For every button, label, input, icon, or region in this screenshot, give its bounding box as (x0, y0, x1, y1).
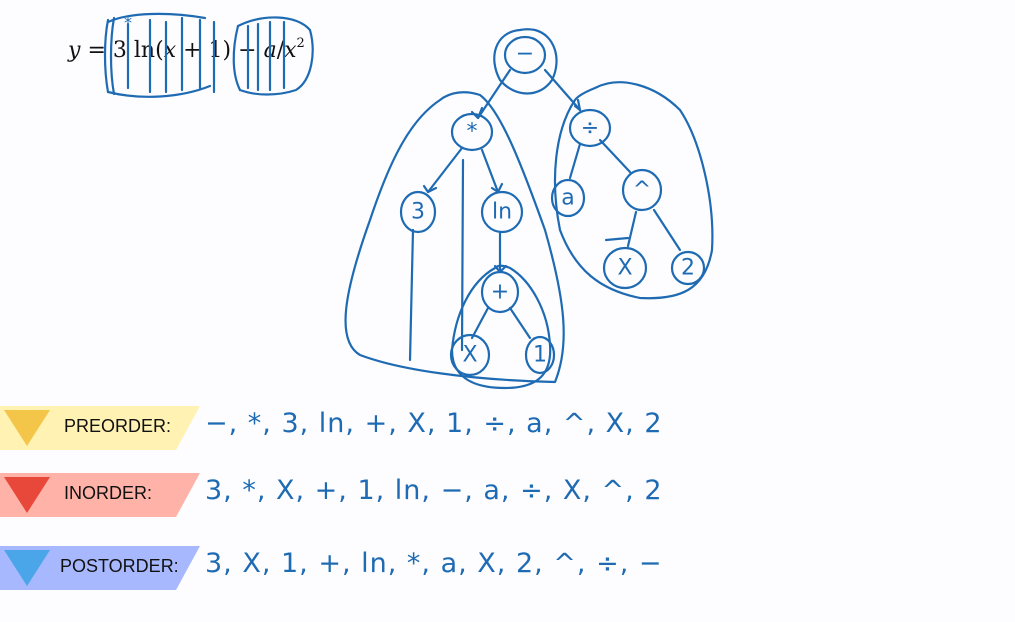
node-x-right: X (602, 246, 648, 290)
inorder-label: INORDER: (64, 483, 153, 503)
inorder-triangle-icon (4, 477, 50, 513)
postorder-ribbon: POSTORDER: (0, 546, 200, 590)
inorder-ribbon: INORDER: (0, 473, 200, 517)
node-caret: ^ (621, 168, 663, 212)
stroke-left-b (460, 158, 465, 352)
formula-coef: 3 (112, 38, 127, 63)
hull-left-subtree (344, 91, 565, 384)
postorder-row: POSTORDER: 3, X, 1, +, ln, *, a, X, 2, ^… (0, 546, 1015, 592)
node-one: 1 (524, 335, 556, 375)
node-x-low: X (449, 333, 491, 377)
formula-bracket-right (232, 16, 314, 96)
hull-plus-subtree (450, 264, 552, 390)
stroke-left-a (408, 228, 415, 362)
node-minus: − (503, 35, 547, 75)
svg-text:3: 3 (411, 200, 425, 225)
formula-lhs: y (68, 38, 81, 63)
preorder-label: PREORDER: (64, 416, 172, 436)
svg-text:2: 2 (681, 256, 695, 281)
node-a: a (550, 178, 586, 218)
postorder-triangle-icon (4, 550, 50, 586)
svg-text:÷: ÷ (581, 116, 599, 141)
formula-eq: = (87, 38, 106, 63)
preorder-row: PREORDER: −, *, 3, ln, +, X, 1, ÷, a, ^,… (0, 406, 1015, 452)
formula-bracket-left (103, 12, 216, 98)
svg-text:X: X (462, 343, 477, 368)
node-three: 3 (399, 190, 437, 234)
formula-exp: 2 (296, 36, 305, 51)
svg-text:a: a (561, 186, 574, 211)
svg-text:*: * (467, 120, 478, 145)
svg-text:^: ^ (633, 178, 651, 203)
postorder-label: POSTORDER: (60, 556, 179, 576)
formula-x: x (284, 38, 297, 63)
node-plus: + (480, 270, 520, 314)
formula-plus: + (183, 38, 202, 63)
node-two: 2 (670, 250, 706, 286)
svg-text:X: X (617, 256, 632, 281)
hull-right-subtree (553, 81, 714, 300)
node-ln: ln (480, 190, 524, 234)
preorder-sequence: −, *, 3, ln, +, X, 1, ÷, a, ^, X, 2 (205, 408, 663, 439)
svg-text:+: + (491, 280, 509, 305)
node-divide: ÷ (568, 108, 612, 148)
inorder-sequence: 3, *, X, +, 1, ln, −, a, ÷, X, ^, 2 (205, 475, 663, 506)
formula-one: 1 (208, 38, 223, 63)
node-times: * (450, 112, 494, 152)
postorder-sequence: 3, X, 1, +, ln, *, a, X, 2, ^, ÷, − (205, 548, 663, 579)
svg-text:−: − (516, 42, 534, 67)
formula-paren-close: ) (222, 38, 232, 63)
svg-text:ln: ln (492, 200, 512, 225)
inorder-row: INORDER: 3, *, X, +, 1, ln, −, a, ÷, X, … (0, 473, 1015, 519)
preorder-ribbon: PREORDER: (0, 406, 200, 450)
preorder-triangle-icon (4, 410, 50, 446)
formula-star-mark: * (124, 13, 132, 32)
hull-root (493, 28, 558, 95)
formula-slash: / (276, 38, 285, 63)
svg-text:1: 1 (533, 343, 547, 368)
formula-paren-open: ( (155, 38, 164, 63)
